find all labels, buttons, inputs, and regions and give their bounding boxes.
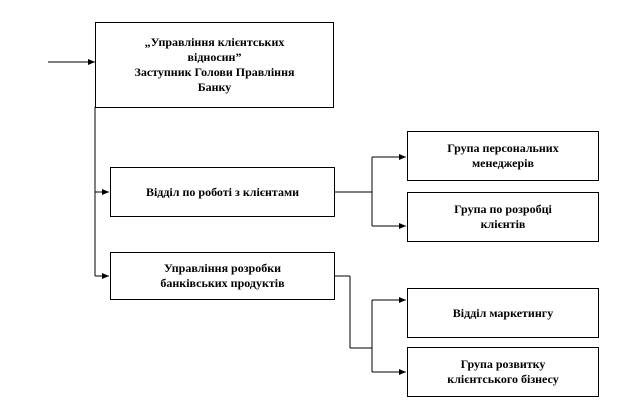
business-dev-line-2: клієнтського бізнесу <box>447 372 559 386</box>
personal-managers-box: Група персональних менеджерів <box>407 131 599 181</box>
head-line-1: „Управління клієнтських <box>144 35 285 49</box>
client-dev-group-box: Група по розробці клієнтів <box>407 192 599 242</box>
client-dev-group-line-2: клієнтів <box>480 217 526 231</box>
head-line-2: відносин” <box>187 50 242 64</box>
business-dev-box: Група розвитку клієнтського бізнесу <box>407 347 599 397</box>
marketing-box: Відділ маркетингу <box>407 288 599 338</box>
client-dev-group-line-1: Група по розробці <box>454 202 552 216</box>
head-line-3: Заступник Голови Правління <box>134 65 295 79</box>
products-mgmt-box: Управління розробки банківських продукті… <box>110 252 335 300</box>
personal-managers-line-1: Група персональних <box>447 141 559 155</box>
personal-managers-line-2: менеджерів <box>471 156 534 170</box>
products-mgmt-line-1: Управління розробки <box>163 261 282 275</box>
head-box: „Управління клієнтських відносин” Заступ… <box>95 22 334 108</box>
client-dept-box: Відділ по роботі з клієнтами <box>110 167 335 217</box>
head-line-4: Банку <box>197 80 232 94</box>
products-mgmt-line-2: банківських продуктів <box>160 276 285 290</box>
business-dev-line-1: Група розвитку <box>460 357 546 371</box>
marketing-line-1: Відділ маркетингу <box>452 305 554 320</box>
client-dept-line-1: Відділ по роботі з клієнтами <box>145 184 300 199</box>
